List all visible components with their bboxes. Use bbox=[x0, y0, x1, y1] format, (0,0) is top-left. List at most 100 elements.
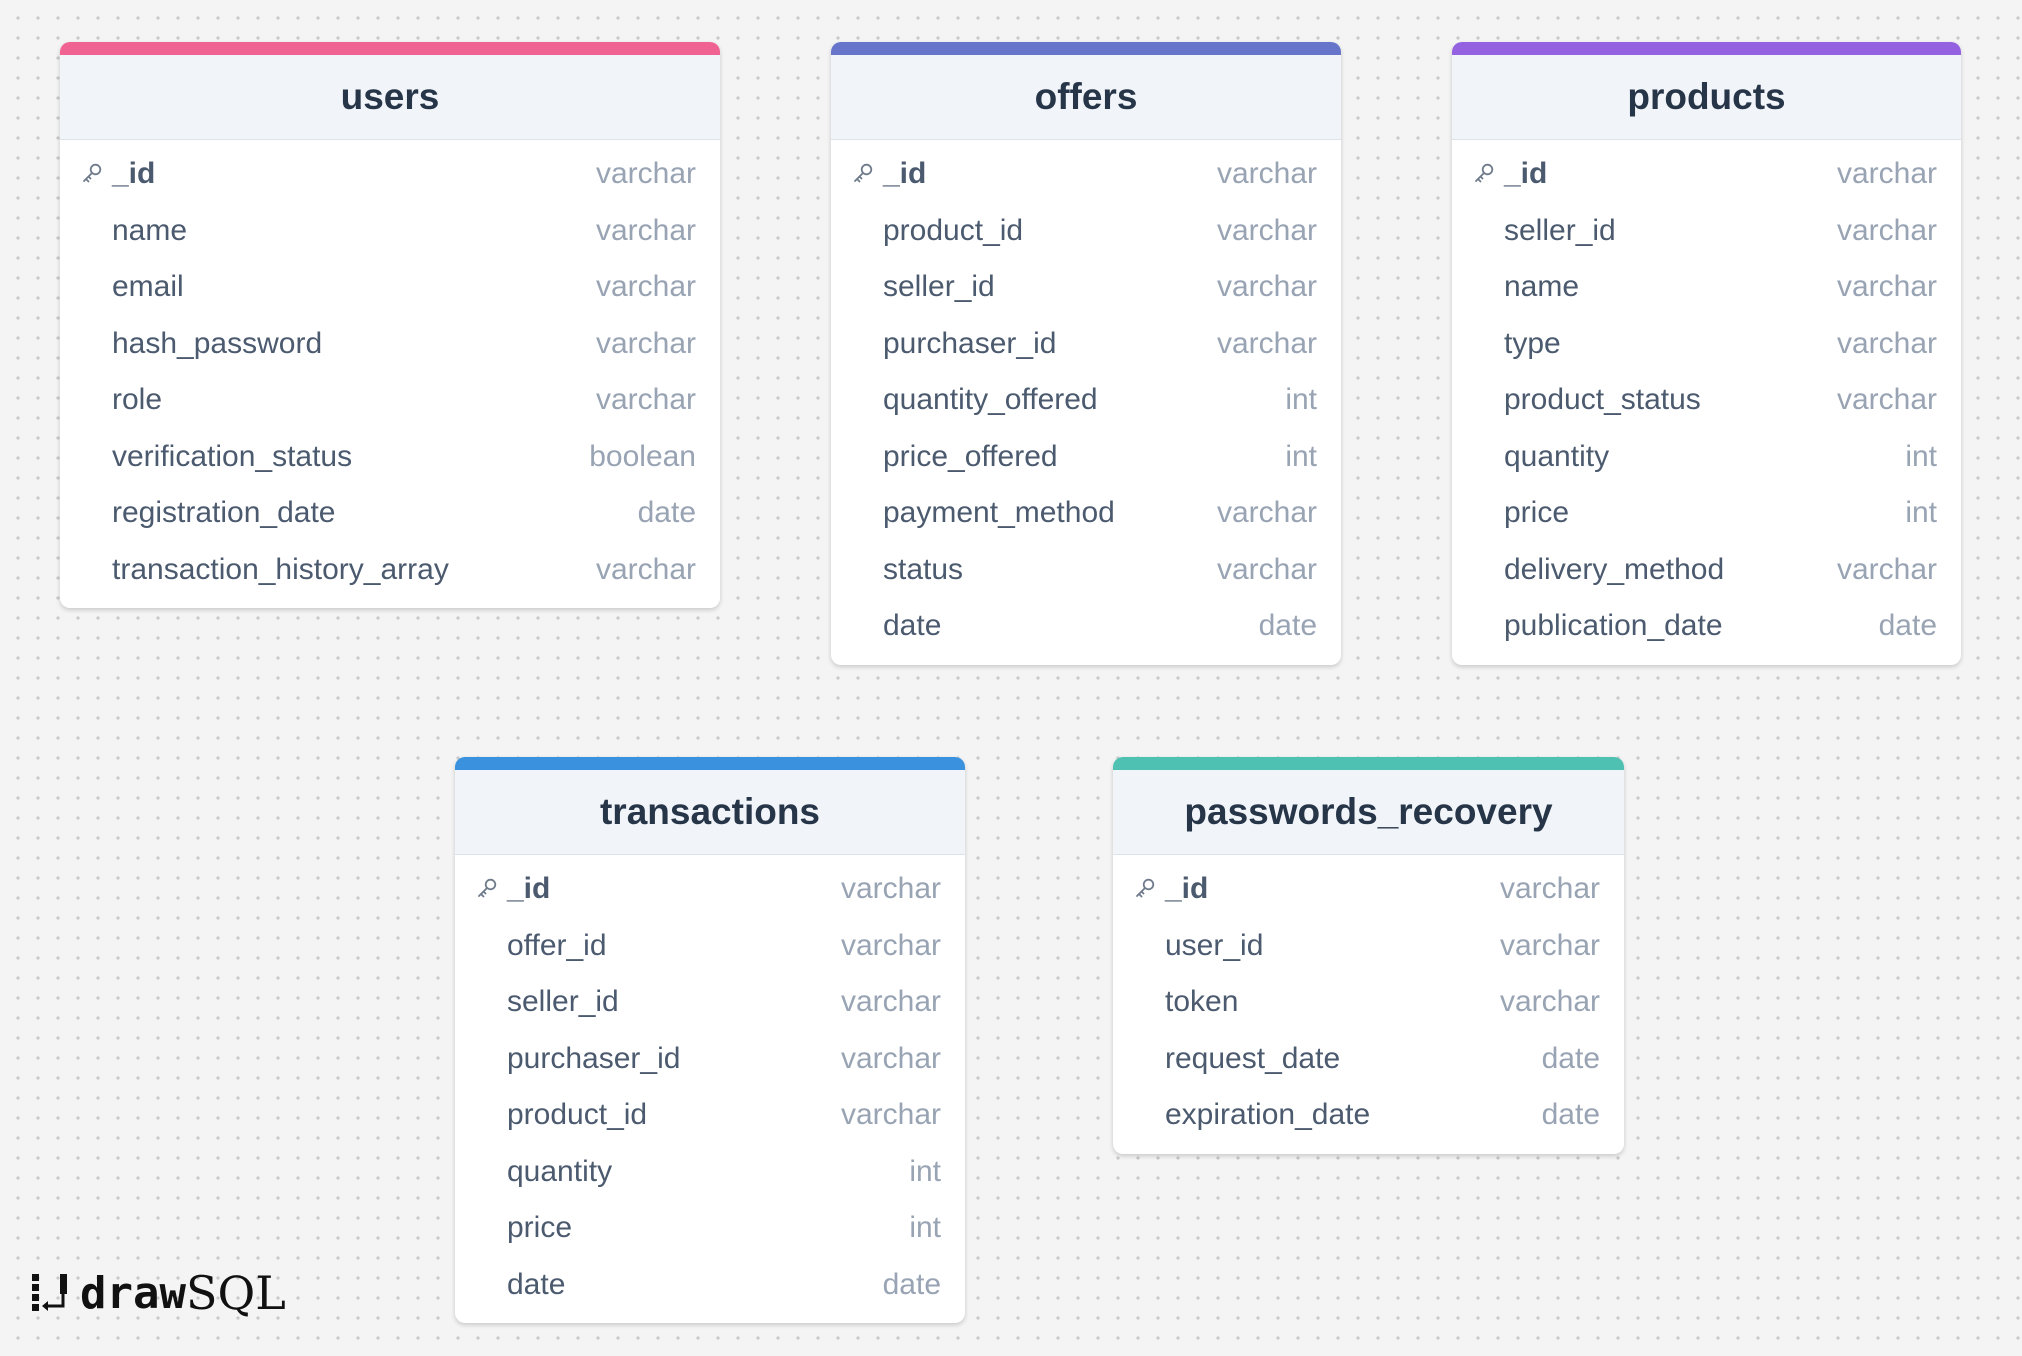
column-type: int bbox=[1905, 496, 1937, 530]
column-type: varchar bbox=[840, 872, 941, 906]
column-type: date bbox=[882, 1267, 941, 1301]
column-type: varchar bbox=[840, 985, 941, 1019]
column-row[interactable]: seller_id varchar bbox=[1452, 203, 1961, 260]
column-row[interactable]: status varchar bbox=[831, 542, 1341, 599]
column-name: registration_date bbox=[112, 496, 336, 530]
column-name: product_status bbox=[1504, 383, 1701, 417]
column-name: date bbox=[507, 1267, 566, 1301]
column-type: varchar bbox=[1499, 872, 1600, 906]
key-icon bbox=[80, 161, 104, 185]
column-type: int bbox=[1285, 383, 1317, 417]
column-type: varchar bbox=[1836, 552, 1937, 586]
column-name: price bbox=[507, 1211, 573, 1245]
column-row[interactable]: date date bbox=[455, 1257, 965, 1314]
column-type: date bbox=[1258, 609, 1317, 643]
column-type: varchar bbox=[1216, 326, 1317, 360]
column-name: price_offered bbox=[883, 439, 1058, 473]
table-title[interactable]: passwords_recovery bbox=[1113, 757, 1624, 855]
table-title[interactable]: products bbox=[1452, 42, 1961, 140]
column-name: verification_status bbox=[112, 439, 353, 473]
column-type: date bbox=[1541, 1098, 1600, 1132]
column-name: purchaser_id bbox=[507, 1041, 681, 1075]
key-icon bbox=[1133, 876, 1157, 900]
column-type: varchar bbox=[1216, 496, 1317, 530]
column-type: varchar bbox=[595, 213, 696, 247]
column-row[interactable]: name varchar bbox=[1452, 259, 1961, 316]
primary-key-row[interactable]: _id varchar bbox=[1113, 861, 1624, 918]
column-row[interactable]: price int bbox=[1452, 485, 1961, 542]
drawsql-logo-icon bbox=[32, 1274, 67, 1311]
column-type: varchar bbox=[595, 157, 696, 191]
column-type: varchar bbox=[1216, 270, 1317, 304]
column-type: varchar bbox=[1216, 213, 1317, 247]
column-type: varchar bbox=[1836, 383, 1937, 417]
table-title[interactable]: transactions bbox=[455, 757, 965, 855]
column-type: varchar bbox=[1216, 552, 1317, 586]
column-name: seller_id bbox=[1504, 213, 1616, 247]
column-name: product_id bbox=[507, 1098, 648, 1132]
column-row[interactable]: seller_id varchar bbox=[455, 974, 965, 1031]
logo-text-sql: SQL bbox=[185, 1266, 286, 1320]
column-type: varchar bbox=[595, 552, 696, 586]
column-type: varchar bbox=[840, 928, 941, 962]
column-type: varchar bbox=[1836, 270, 1937, 304]
column-type: varchar bbox=[840, 1098, 941, 1132]
column-name: type bbox=[1504, 326, 1561, 360]
column-name: price bbox=[1504, 496, 1570, 530]
column-name: name bbox=[1504, 270, 1580, 304]
column-name: request_date bbox=[1165, 1041, 1341, 1075]
column-name: _id bbox=[112, 157, 156, 191]
column-name: quantity bbox=[507, 1154, 613, 1188]
column-type: int bbox=[909, 1211, 941, 1245]
logo-text-draw: draw bbox=[80, 1267, 186, 1319]
column-row[interactable]: price int bbox=[455, 1200, 965, 1257]
column-row[interactable]: product_status varchar bbox=[1452, 372, 1961, 429]
column-type: varchar bbox=[1836, 213, 1937, 247]
column-name: status bbox=[883, 552, 964, 586]
primary-key-row[interactable]: _id varchar bbox=[60, 146, 720, 203]
column-row[interactable]: product_id varchar bbox=[455, 1087, 965, 1144]
column-name: seller_id bbox=[507, 985, 619, 1019]
column-name: publication_date bbox=[1504, 609, 1723, 643]
table-title[interactable]: offers bbox=[831, 42, 1341, 140]
column-name: role bbox=[112, 383, 163, 417]
table-title[interactable]: users bbox=[60, 42, 720, 140]
column-name: _id bbox=[883, 157, 927, 191]
column-name: _id bbox=[1165, 872, 1209, 906]
